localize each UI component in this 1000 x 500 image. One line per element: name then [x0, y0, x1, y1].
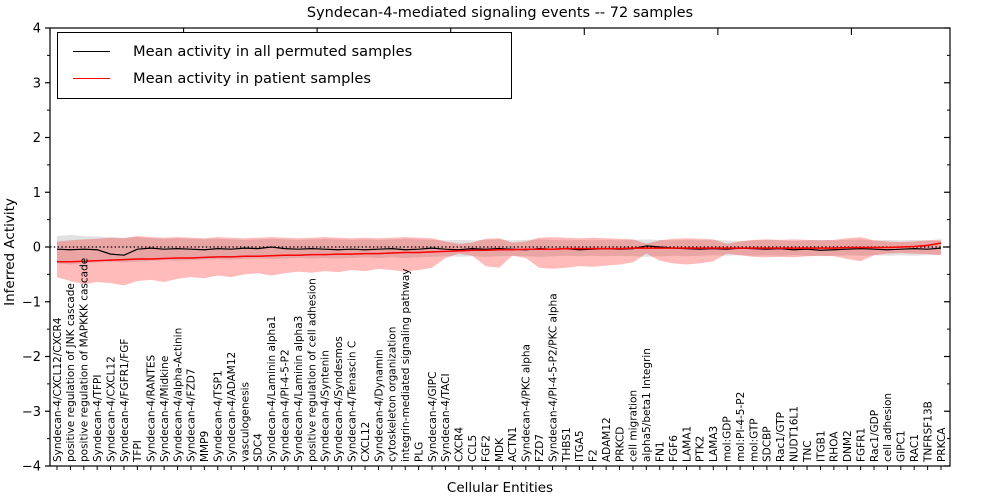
y-tick-label: −3 [22, 405, 41, 420]
x-category-label: RAC1 [909, 434, 921, 462]
x-category-label: MDK [494, 437, 506, 462]
x-category-label: cell adhesion [882, 393, 894, 462]
legend: Mean activity in all permuted samples Me… [57, 32, 512, 99]
x-category-label: TFPI [132, 440, 144, 463]
x-category-label: LAMA1 [681, 426, 693, 462]
y-tick-label: 2 [33, 131, 41, 146]
x-category-label: positive regulation of JNK cascade [65, 283, 77, 462]
line-patient-mean [57, 242, 942, 263]
x-category-label: mol:GDP [721, 416, 733, 462]
x-category-label: Rac1/GTP [775, 412, 787, 462]
x-category-label: Syndecan-4/FGFR1/FGF [119, 339, 131, 462]
x-category-label: FGF2 [480, 435, 492, 462]
legend-label-patient: Mean activity in patient samples [133, 70, 372, 87]
x-category-label: positive regulation of cell adhesion [306, 278, 318, 462]
x-category-label: Syndecan-4/TSP1 [213, 370, 225, 462]
x-category-label: CXCL12 [360, 422, 372, 462]
x-category-label: mol:GTP [748, 418, 760, 462]
x-category-label: integrin-mediated signaling pathway [400, 268, 412, 462]
x-category-label: Syndecan-4/Midkine [159, 356, 171, 462]
x-category-label: RHOA [829, 431, 841, 462]
y-tick-label: −4 [22, 460, 41, 475]
y-tick-label: 3 [33, 76, 41, 91]
x-category-label: Syndecan-4/PI-4-5-P2 [279, 349, 291, 462]
x-category-label: mol:PI-4-5-P2 [735, 392, 747, 462]
legend-item-patient: Mean activity in patient samples [58, 65, 511, 92]
x-category-label: Syndecan-4/Syndesmos [333, 336, 345, 462]
x-category-label: cell migration [628, 390, 640, 462]
x-category-label: Syndecan-4/Laminin alpha1 [266, 316, 278, 462]
x-category-label: Syndecan-4/PKC alpha [521, 344, 533, 462]
x-category-label: CXCR4 [454, 427, 466, 462]
x-category-label: Syndecan-4/CXCL12 [105, 356, 117, 462]
x-category-label: ADAM12 [601, 417, 613, 462]
x-category-label: SDC4 [253, 433, 265, 462]
x-category-label: positive regulation of MAPKKK cascade [79, 258, 91, 462]
x-category-label: Syndecan-4/alpha-Actinin [172, 328, 184, 462]
y-axis-label: Inferred Activity [2, 198, 18, 306]
x-category-label: NUDT16L1 [788, 406, 800, 462]
x-category-label: FGFR1 [855, 428, 867, 462]
legend-line-permuted-icon [73, 51, 110, 52]
x-category-label: Syndecan-4/Dynamin [373, 349, 385, 462]
x-category-label: Syndecan-4/TFPI [92, 375, 104, 462]
x-category-label: alpha5/beta1 Integrin [641, 348, 653, 462]
x-category-label: Rac1/GDP [869, 410, 881, 462]
x-category-label: FN1 [655, 441, 667, 462]
x-category-label: ITGB1 [815, 430, 827, 462]
y-tick-label: −1 [22, 295, 41, 310]
x-category-label: Syndecan-4/Syntenin [320, 350, 332, 462]
x-category-label: Syndecan-4/Laminin alpha3 [293, 316, 305, 462]
y-tick-label: 0 [33, 241, 41, 256]
x-category-label: PRKCD [614, 427, 626, 462]
y-tick-label: 1 [33, 186, 41, 201]
band-patient [57, 236, 941, 286]
x-category-label: ITGA5 [574, 430, 586, 462]
x-category-label: Syndecan-4/GIPC [427, 372, 439, 462]
x-category-label: Syndecan-4/PI-4-5-P2/PKC alpha [547, 293, 559, 462]
x-category-label: PLG [413, 442, 425, 462]
x-category-label: vasculogenesis [239, 382, 251, 462]
x-category-label: GIPC1 [896, 430, 908, 462]
x-category-label: cytoskeleton organization [387, 327, 399, 462]
x-category-label: TNC [802, 440, 814, 463]
x-category-label: PTK2 [695, 436, 707, 462]
x-category-label: Syndecan-4/Tenascin C [346, 341, 358, 462]
x-category-label: PRKCA [936, 427, 948, 462]
x-category-label: TNFRSF13B [922, 401, 934, 463]
legend-line-patient-icon [73, 78, 110, 79]
x-axis-label: Cellular Entities [447, 480, 553, 496]
x-category-label: CCL5 [467, 435, 479, 462]
x-category-label: THBS1 [561, 427, 573, 463]
line-permuted-mean [56, 245, 942, 256]
x-category-label: FZD7 [534, 434, 546, 462]
x-category-label: F2 [588, 449, 600, 462]
x-category-label: FGF6 [668, 435, 680, 462]
legend-label-permuted: Mean activity in all permuted samples [133, 43, 413, 60]
chart-title: Syndecan-4-mediated signaling events -- … [307, 5, 693, 21]
x-category-label: SDCBP [762, 426, 774, 462]
x-category-label: Syndecan-4/CXCL12/CXCR4 [52, 317, 64, 462]
x-category-label: Syndecan-4/ADAM12 [226, 352, 238, 462]
x-category-label: ACTN1 [507, 427, 519, 462]
x-category-label: Syndecan-4/TACI [440, 373, 452, 462]
x-category-label: DNM2 [842, 430, 854, 462]
y-tick-label: 4 [33, 22, 41, 37]
legend-item-permuted: Mean activity in all permuted samples [58, 38, 511, 65]
x-category-label: Syndecan-4/FZD7 [186, 368, 198, 462]
y-tick-label: −2 [22, 350, 41, 365]
x-category-label: Syndecan-4/RANTES [146, 355, 158, 462]
x-category-label: MMP9 [199, 431, 211, 462]
x-category-label: LAMA3 [708, 426, 720, 462]
